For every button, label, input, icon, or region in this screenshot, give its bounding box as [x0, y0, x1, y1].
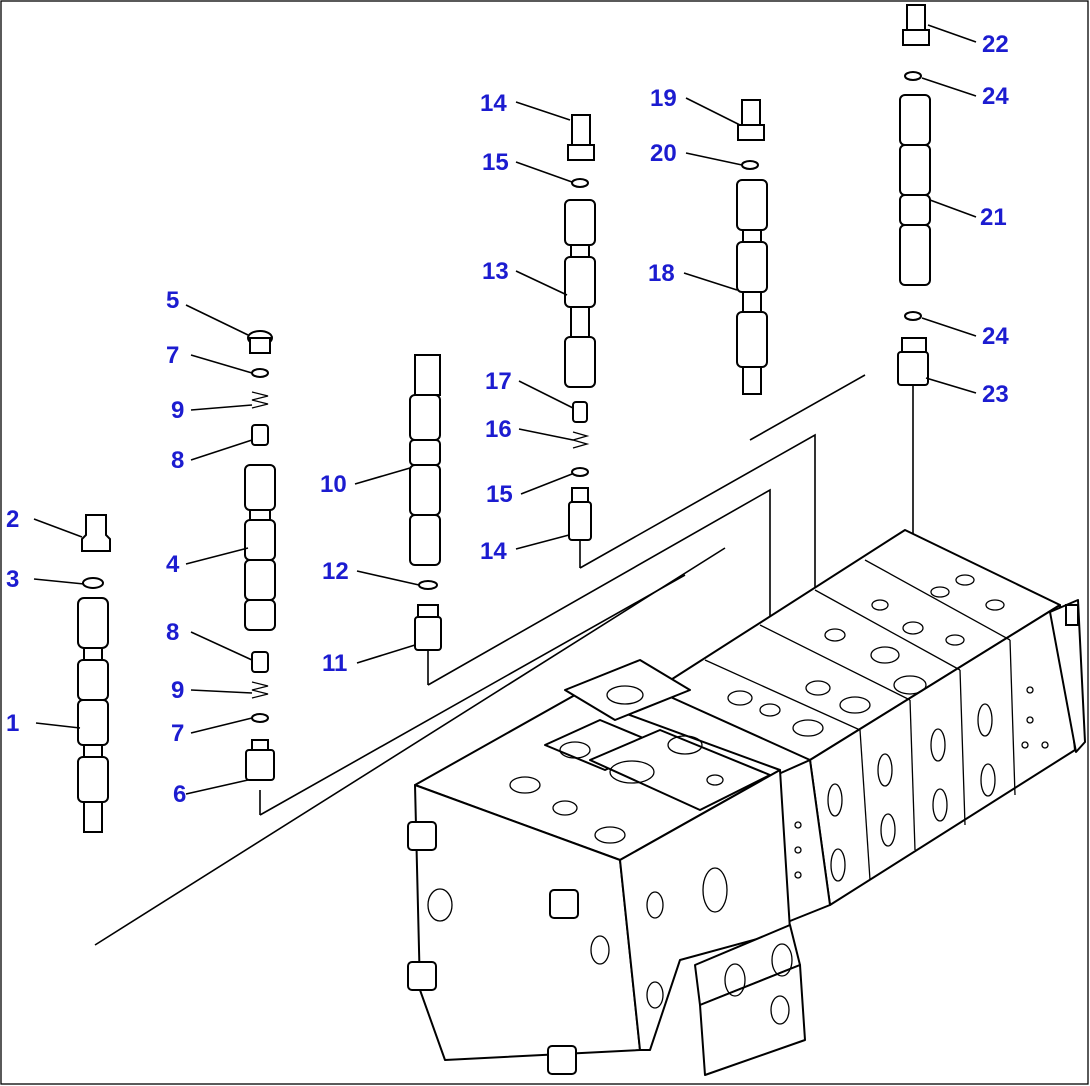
part-label: 19	[650, 85, 677, 112]
part-label: 6	[173, 781, 186, 808]
part-label: 3	[6, 566, 19, 593]
part-label: 4	[166, 551, 180, 578]
part-label: 14	[480, 538, 507, 565]
spool-assembly-1	[77, 514, 111, 833]
part-label: 15	[486, 481, 513, 508]
part-label: 14	[480, 90, 507, 117]
spool-assembly-13	[564, 114, 596, 541]
part-label: 10	[320, 471, 347, 498]
part-label: 23	[982, 381, 1009, 408]
spool-assembly-18	[736, 99, 768, 395]
part-label: 21	[980, 204, 1007, 231]
spool-assembly-21	[897, 4, 931, 386]
part-label: 22	[982, 31, 1009, 58]
part-label: 12	[322, 558, 349, 585]
part-label: 9	[171, 677, 184, 704]
part-label: 24	[982, 323, 1009, 350]
part-label: 8	[166, 619, 179, 646]
control-valve-block	[407, 529, 1086, 1076]
part-label: 8	[171, 447, 184, 474]
leader-lines	[33, 24, 977, 795]
part-label: 20	[650, 140, 677, 167]
spool-assembly-4	[244, 330, 276, 781]
spool-assembly-10	[409, 354, 442, 651]
part-label: 2	[6, 506, 19, 533]
part-label: 18	[648, 260, 675, 287]
part-label: 24	[982, 83, 1009, 110]
part-label: 16	[485, 416, 512, 443]
part-label: 7	[166, 342, 179, 369]
part-label: 11	[322, 650, 347, 677]
part-label: 13	[482, 258, 509, 285]
part-label: 9	[171, 397, 184, 424]
part-label: 17	[485, 368, 512, 395]
part-labels: 1 2 3 4 5 6 7 7 8 8 9 9 10 11 12 13 14 1…	[6, 31, 1009, 808]
part-label: 7	[171, 720, 184, 747]
part-label: 5	[166, 287, 179, 314]
part-label: 15	[482, 149, 509, 176]
part-label: 1	[6, 710, 19, 737]
